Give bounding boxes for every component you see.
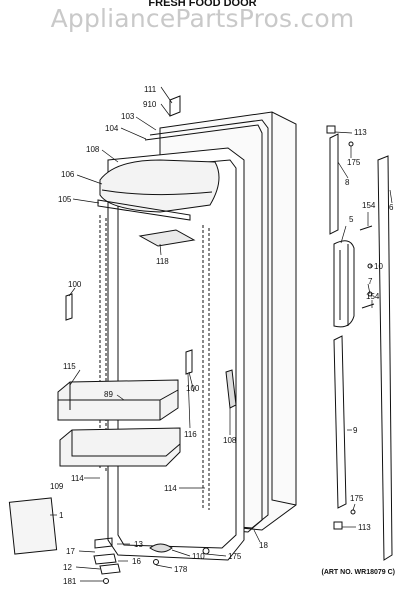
callout: 108	[86, 145, 100, 154]
callout: 104	[105, 124, 119, 133]
stop-110	[149, 543, 173, 553]
callout: 113	[358, 523, 371, 532]
screw-181	[103, 578, 109, 584]
callout: 10	[374, 262, 383, 271]
callout: 175	[347, 158, 361, 167]
callout: 106	[61, 170, 75, 179]
callout: 114	[71, 474, 84, 483]
small-shelf	[138, 229, 196, 247]
callout: 100	[186, 384, 200, 393]
callout: 178	[174, 565, 188, 574]
door-panel-edge	[271, 112, 297, 506]
callout-labels: 111 910 103 104 108 106 105 118 100 115 …	[50, 85, 394, 586]
liner-rail-right	[202, 225, 210, 510]
callout: 7	[368, 277, 373, 286]
callout: 100	[68, 280, 82, 289]
callout: 113	[354, 128, 367, 137]
callout: 6	[389, 203, 394, 212]
diagram-title: FRESH FOOD DOOR	[148, 0, 257, 9]
callout: 1	[59, 511, 64, 520]
watermark-text: AppliancePartsPros.com	[50, 4, 355, 33]
callout: 111	[144, 85, 157, 94]
callout: 9	[353, 426, 358, 435]
art-number: (ART NO. WR18079 C)	[321, 569, 395, 576]
callout: 16	[132, 557, 141, 566]
top-cap	[169, 95, 181, 117]
callout: 154	[362, 201, 376, 210]
handle-trim-9	[333, 335, 347, 509]
callout: 8	[345, 178, 350, 187]
callout: 5	[349, 215, 354, 224]
callout: 175	[228, 552, 242, 561]
clip-part	[185, 349, 193, 375]
hinge-plate	[99, 563, 121, 575]
callout: 12	[63, 563, 72, 572]
callout: 118	[156, 257, 169, 266]
callout: 181	[63, 577, 77, 586]
callout: 109	[50, 482, 64, 491]
callout: 115	[63, 362, 76, 371]
callout: 105	[58, 195, 72, 204]
callout: 13	[134, 540, 143, 549]
handle-grip	[333, 240, 355, 328]
callout: 17	[66, 547, 75, 556]
dairy-door	[99, 159, 220, 213]
callout: 110	[192, 552, 205, 561]
callout: 108	[223, 436, 237, 445]
hinge-pin-assembly	[93, 553, 117, 565]
owner-manual	[8, 497, 58, 555]
handle-rail-6	[377, 155, 393, 561]
hinge-bracket-left	[65, 293, 73, 321]
dairy-frame	[97, 199, 191, 221]
callout: 910	[143, 100, 157, 109]
callout: 103	[121, 112, 135, 121]
end-cap-top	[326, 125, 336, 134]
handle-mount-top	[329, 133, 339, 235]
callout: 116	[184, 430, 197, 439]
end-cap-bottom	[333, 521, 343, 530]
callout: 18	[259, 541, 268, 550]
callout: 154	[366, 292, 380, 301]
lower-hinge	[94, 537, 113, 549]
callout: 175	[350, 494, 364, 503]
callout: 89	[104, 390, 113, 399]
cam-part	[225, 369, 237, 409]
callout: 114	[164, 484, 177, 493]
bottom-bin	[59, 427, 181, 467]
